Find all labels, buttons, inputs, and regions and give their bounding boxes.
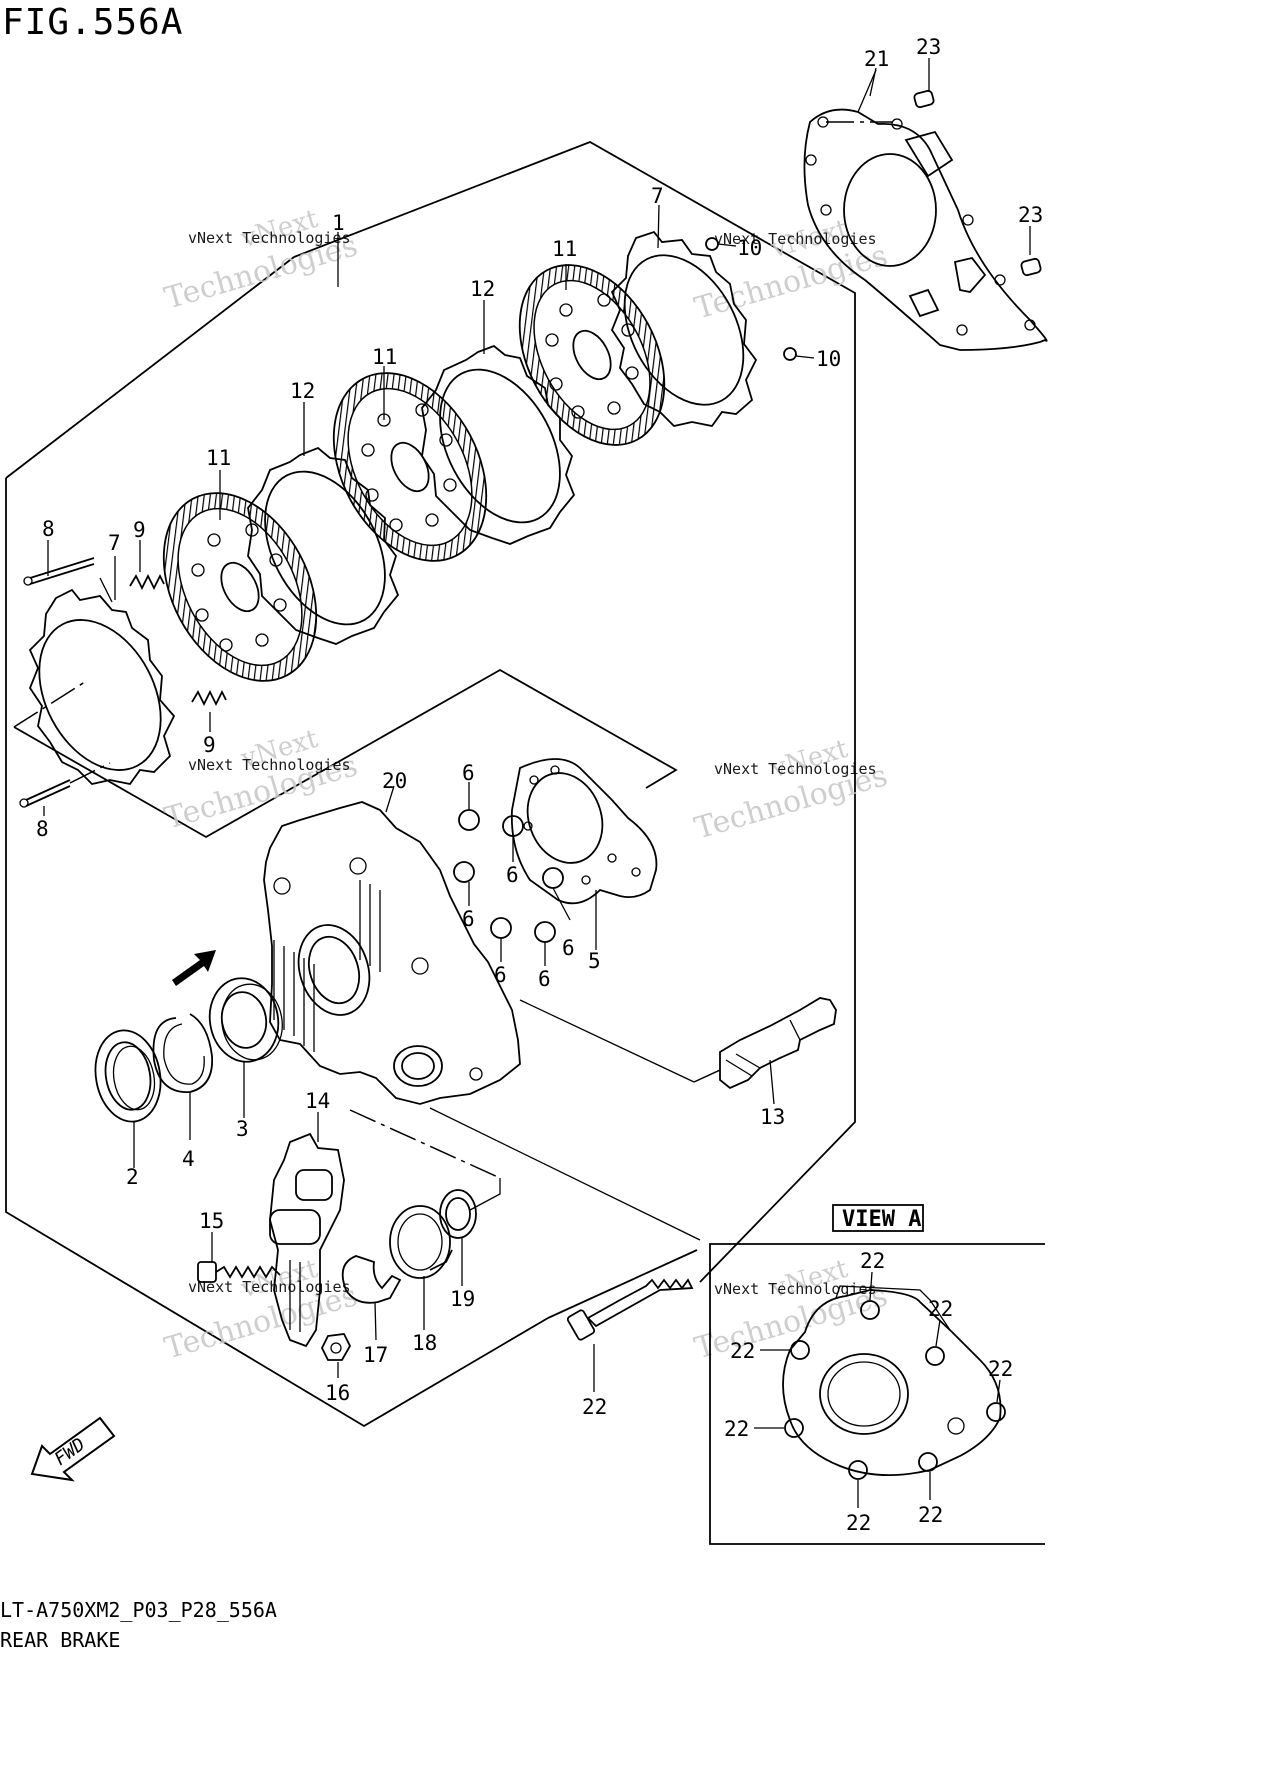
callout-12: 12 — [470, 277, 495, 301]
pressure-plate-7-a — [28, 577, 176, 785]
callout-6: 6 — [506, 863, 519, 887]
callout-11: 11 — [552, 237, 577, 261]
circlip-part-4 — [152, 1013, 213, 1093]
assembly-frame — [5, 141, 856, 1428]
steel-plate-12-a — [247, 446, 400, 645]
callout-7: 7 — [108, 531, 121, 555]
callout-22: 22 — [730, 1339, 755, 1363]
bearing-part-3 — [208, 977, 283, 1063]
callout-9: 9 — [203, 733, 216, 757]
bracket-axis-line — [349, 1109, 501, 1179]
callout-6: 6 — [494, 963, 507, 987]
long-bolt-part-22 — [566, 1278, 694, 1341]
fwd-arrow-icon: FWD — [30, 1416, 116, 1482]
svg-text:vNext Technologies: vNext Technologies — [714, 760, 877, 778]
dowel-pin-part-23 — [913, 89, 1042, 277]
seal-leader-frame — [469, 1178, 501, 1211]
leader-lines — [43, 58, 1031, 1508]
callout-11: 11 — [372, 345, 397, 369]
svg-text:vNext Technologies: vNext Technologies — [188, 1278, 351, 1296]
spring-part-9-lower — [191, 689, 227, 707]
callout-2: 2 — [126, 1165, 139, 1189]
callout-22: 22 — [860, 1249, 885, 1273]
seal-part-19 — [439, 1189, 477, 1239]
callout-6: 6 — [562, 936, 575, 960]
friction-plate-11-c — [518, 264, 666, 446]
view-a-label: VIEW A — [842, 1207, 921, 1232]
callout-9: 9 — [133, 518, 146, 542]
gasket-part-5 — [510, 758, 658, 905]
callout-22: 22 — [846, 1511, 871, 1535]
figure-code: LT-A750XM2_P03_P28_556A — [0, 1598, 277, 1622]
callout-10: 10 — [816, 347, 841, 371]
callout-11: 11 — [206, 446, 231, 470]
bracket-part-14 — [269, 1132, 345, 1348]
callout-6: 6 — [462, 761, 475, 785]
callout-22: 22 — [988, 1357, 1013, 1381]
bolt-part-15 — [197, 1261, 281, 1283]
callout-17: 17 — [363, 1343, 388, 1367]
callout-16: 16 — [325, 1381, 350, 1405]
arm-part-17 — [341, 1255, 402, 1304]
callout-20: 20 — [382, 769, 407, 793]
callout-labels: 1 2 3 4 5 6 6 6 6 6 6 7 7 8 8 9 9 10 10 … — [36, 35, 1043, 1535]
oil-seal-part-2 — [94, 1029, 162, 1123]
callout-1: 1 — [332, 211, 345, 235]
callout-12: 12 — [290, 379, 315, 403]
housing-bolt-line — [429, 1107, 701, 1241]
shaft-axis-line — [693, 1069, 721, 1083]
view-a-panel — [709, 1204, 1045, 1545]
callout-5: 5 — [588, 949, 601, 973]
callout-22: 22 — [928, 1297, 953, 1321]
callout-8: 8 — [42, 517, 55, 541]
friction-plate-11-a — [162, 492, 318, 682]
callout-13: 13 — [760, 1105, 785, 1129]
nut-part-16 — [320, 1333, 352, 1361]
plate-stack-frame — [13, 668, 678, 839]
callout-23: 23 — [916, 35, 941, 59]
callout-15: 15 — [199, 1209, 224, 1233]
direction-arrow-icon — [172, 950, 216, 986]
svg-text:vNext Technologies: vNext Technologies — [714, 1280, 877, 1298]
callout-21: 21 — [864, 47, 889, 71]
callout-6: 6 — [538, 967, 551, 991]
callout-23: 23 — [1018, 203, 1043, 227]
brake-housing-part-20 — [263, 801, 521, 1105]
watermark-group: vNext Technologies vNext Technologies vN… — [161, 204, 892, 1367]
callout-22: 22 — [918, 1503, 943, 1527]
friction-plate-11-b — [332, 372, 488, 562]
figure-name: REAR BRAKE — [0, 1628, 121, 1652]
svg-text:vNext Technologies: vNext Technologies — [714, 230, 877, 248]
callout-10: 10 — [737, 236, 762, 260]
washer-part-10 — [705, 237, 815, 361]
pin-part-8-lower — [19, 762, 111, 808]
pressure-plate-7-b — [610, 230, 758, 427]
svg-text:vNext Technologies: vNext Technologies — [188, 756, 351, 774]
svg-text:vNext Technologies: vNext Technologies — [188, 229, 351, 247]
callout-4: 4 — [182, 1147, 195, 1171]
callout-8: 8 — [36, 817, 49, 841]
spring-part-9-upper — [129, 573, 165, 591]
callout-6: 6 — [462, 907, 475, 931]
pin-part-8-upper — [23, 557, 95, 586]
figure-title: FIG.556A — [2, 2, 184, 43]
shaft-part-13 — [719, 997, 837, 1090]
spring-part-18 — [389, 1205, 453, 1279]
steel-plate-12-b — [421, 344, 576, 545]
shaft-leader-frame — [519, 999, 695, 1083]
callout-22: 22 — [582, 1395, 607, 1419]
callout-7: 7 — [651, 184, 664, 208]
callout-3: 3 — [236, 1117, 249, 1141]
callout-22: 22 — [724, 1417, 749, 1441]
callout-19: 19 — [450, 1287, 475, 1311]
callout-14: 14 — [305, 1089, 330, 1113]
callout-18: 18 — [412, 1331, 437, 1355]
cover-plate-part-21 — [803, 69, 1048, 351]
